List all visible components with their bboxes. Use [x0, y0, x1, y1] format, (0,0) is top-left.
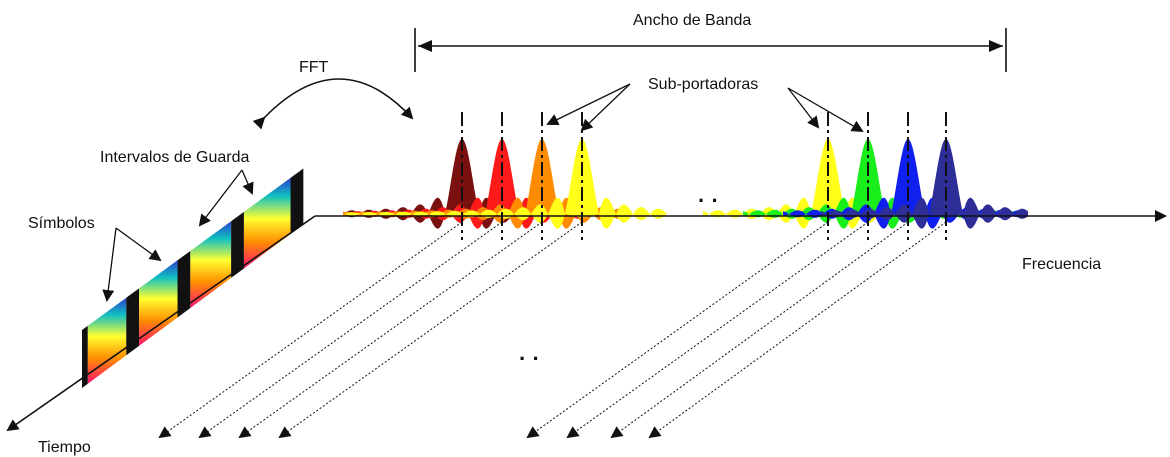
- symbol-block: [139, 260, 178, 346]
- subcarriers-label: Sub-portadoras: [648, 76, 758, 93]
- symbol-block: [190, 221, 232, 309]
- subcarrier-wave: [343, 139, 667, 229]
- time-projection-arrow: [158, 221, 463, 439]
- time-projection-arrow: [278, 221, 583, 439]
- subcarrier-wave: [703, 139, 1028, 229]
- subcarrier-wave: [343, 139, 587, 229]
- pointer-arrows: [102, 83, 864, 302]
- bandwidth-dimension: [414, 28, 1007, 72]
- ellipsis-bottom: · ·: [519, 346, 540, 371]
- subcarrier-waveforms: [343, 139, 1028, 229]
- guard-interval: [82, 325, 88, 388]
- time-label: Tiempo: [38, 439, 91, 456]
- time-projection-arrow: [648, 221, 947, 439]
- time-axis: [6, 215, 316, 432]
- guard-intervals-label: Intervalos de Guarda: [100, 149, 250, 166]
- symbols-label: Símbolos: [28, 215, 95, 232]
- symbol-block: [243, 177, 291, 269]
- subcarrier-wave: [821, 139, 1028, 229]
- time-projection-arrow: [526, 221, 829, 439]
- frequency-label: Frecuencia: [1022, 256, 1101, 273]
- time-projection-arrow: [238, 221, 543, 439]
- time-projection-arrow: [566, 221, 869, 439]
- subcarrier-center-lines: [461, 112, 947, 240]
- ellipsis-top: · ·: [698, 188, 719, 213]
- fft-label: FFT: [299, 59, 329, 76]
- symbol-block: [87, 297, 127, 384]
- time-projection-arrow: [610, 221, 909, 439]
- subcarrier-wave: [783, 139, 1028, 229]
- guard-interval: [231, 211, 244, 278]
- guard-interval: [177, 250, 191, 318]
- time-projection-arrow: [198, 221, 503, 439]
- guard-interval: [290, 168, 304, 235]
- bandwidth-label: Ancho de Banda: [633, 12, 751, 29]
- fft-arrow: [252, 78, 414, 130]
- symbol-band: [82, 168, 304, 388]
- time-projection-arrows: [158, 221, 947, 439]
- guard-interval: [126, 288, 140, 356]
